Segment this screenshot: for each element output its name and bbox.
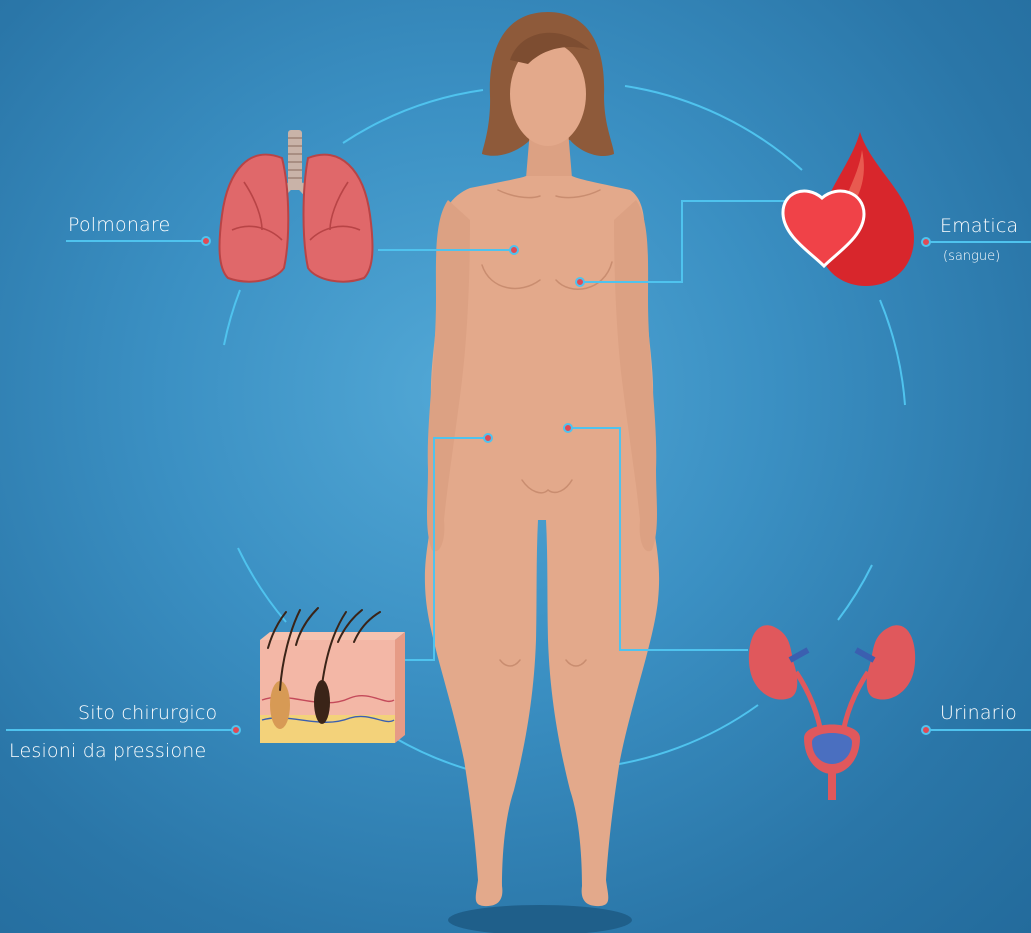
- woman-figure: [425, 12, 659, 906]
- label-sito-chirurgico: Sito chirurgico: [78, 702, 217, 724]
- label-ematica-sub: (sangue): [943, 249, 1000, 264]
- ring-arc-right: [880, 300, 905, 405]
- label-polmonare: Polmonare: [68, 214, 170, 236]
- blood-heart-icon: [783, 132, 914, 286]
- kidney-bladder-icon: [749, 625, 915, 800]
- skin-layers-icon: [260, 608, 405, 743]
- label-ematica: Ematica: [940, 215, 1018, 237]
- ring-arc-top-right: [625, 86, 802, 170]
- ring-arc-right-low: [838, 565, 872, 620]
- ring-arc-left: [224, 290, 240, 345]
- ring-arc-top-left: [343, 90, 483, 143]
- floor-shadow: [448, 905, 632, 933]
- ring-arc-left-low: [238, 548, 286, 622]
- ring-arc-bottom-left: [395, 738, 470, 770]
- label-lesioni: Lesioni da pressione: [9, 740, 206, 762]
- lungs-icon: [220, 130, 373, 282]
- label-urinario: Urinario: [940, 702, 1017, 724]
